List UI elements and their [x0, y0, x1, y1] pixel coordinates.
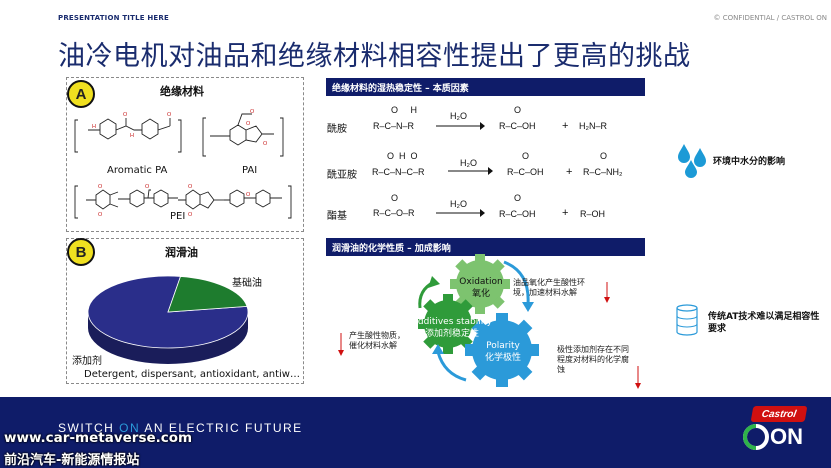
svg-text:O: O — [246, 121, 251, 127]
badge-a: A — [67, 80, 95, 108]
castrol-logo: Castrol — [750, 406, 808, 422]
ester-product2: R–OH — [580, 209, 606, 219]
amide-top-atoms: O H — [391, 105, 418, 115]
ester-reagent: R–C–O–R — [373, 208, 415, 218]
label-pai: PAI — [242, 165, 258, 176]
confidential-label: © CONFIDENTIAL / CASTROL ON — [713, 14, 827, 22]
imide-arrow — [448, 167, 493, 175]
hydrolysis-bar: 绝缘材料的湿热稳定性 – 本质因素 — [326, 78, 645, 96]
amide-product: R–C–OH — [499, 121, 536, 131]
imide-water: H₂O — [460, 158, 477, 168]
amide-product-top: O — [514, 105, 522, 115]
moisture-note: 环境中水分的影响 — [713, 157, 786, 167]
row-name-ester: 酯基 — [327, 211, 347, 222]
imide-plus: + — [566, 166, 573, 178]
ester-plus: + — [562, 207, 569, 219]
pie-side-0 — [88, 312, 248, 364]
pie-slice-0 — [87, 275, 249, 349]
gears-diagram — [418, 254, 539, 387]
imide-product2-top: O — [600, 151, 608, 161]
label-aromatic-pa: Aromatic PA — [107, 165, 168, 176]
additive-list: Detergent, dispersant, antioxidant, anti… — [84, 369, 302, 380]
svg-text:O: O — [98, 212, 103, 218]
svg-text:O: O — [123, 112, 128, 118]
ester-arrow — [436, 209, 485, 217]
row-name-imide: 酰亚胺 — [327, 170, 357, 181]
presentation-title: PRESENTATION TITLE HERE — [58, 14, 169, 22]
ester-water: H₂O — [450, 199, 467, 209]
lubricant-pie-chart — [87, 275, 249, 364]
note-polarity: 极性添加剂存在不同程度对材料的化学腐蚀 — [557, 345, 629, 374]
svg-text:H: H — [92, 124, 96, 130]
down-arrow-additives — [338, 333, 344, 356]
svg-text:O: O — [145, 184, 150, 190]
svg-text:O: O — [98, 184, 103, 190]
svg-text:O: O — [167, 112, 172, 118]
badge-b: B — [67, 238, 95, 266]
footer-slogan: SWITCH ON AN ELECTRIC FUTURE — [58, 421, 303, 435]
watermark-title: 前沿汽车-新能源情报站 — [4, 453, 140, 468]
on-logo-text: ON — [770, 424, 803, 449]
panel-b-title: 润滑油 — [165, 246, 198, 259]
svg-text:O: O — [188, 184, 193, 190]
at-tech-note: 传统AT技术难以满足相容性要求 — [708, 312, 820, 334]
label-pei: PEI — [170, 211, 186, 222]
imide-product-top: O — [522, 151, 530, 161]
amide-plus: + — [562, 120, 569, 132]
oil-drum-icon — [676, 304, 698, 336]
chemistry-bar: 润滑油的化学性质 – 加成影响 — [326, 238, 645, 256]
down-arrow-oxidation — [604, 282, 610, 303]
amide-water: H₂O — [450, 111, 467, 121]
note-additives: 产生酸性物质，催化材料水解 — [349, 331, 405, 350]
panel-a-title: 绝缘材料 — [160, 85, 204, 98]
svg-text:O: O — [263, 141, 268, 147]
down-arrow-polarity — [635, 366, 641, 389]
footer-band — [0, 397, 831, 468]
svg-text:O: O — [246, 192, 251, 198]
amide-reagent: R–C–N–R — [373, 121, 415, 131]
imide-product: R–C–OH — [507, 167, 544, 177]
pie-slice-1 — [167, 276, 248, 313]
label-base-oil: 基础油 — [232, 278, 262, 289]
amide-arrow — [436, 122, 485, 130]
ester-top-atoms: O — [391, 193, 399, 203]
note-oxidation: 油品氧化产生酸性环境，加速材料水解 — [513, 278, 585, 297]
row-name-amide: 酰胺 — [327, 124, 347, 135]
imide-reagent: R–C–N–C–R — [372, 167, 425, 177]
imide-product2: R–C–NH₂ — [583, 167, 623, 177]
ester-product: R–C–OH — [499, 209, 536, 219]
svg-text:O: O — [250, 109, 255, 115]
page-title: 油冷电机对油品和绝缘材料相容性提出了更高的挑战 — [58, 41, 691, 72]
svg-text:O: O — [188, 212, 193, 218]
amide-product2: H₂N–R — [579, 121, 607, 131]
water-drops-icon — [678, 144, 706, 178]
label-additive: 添加剂 — [72, 356, 102, 367]
watermark-url: www.car-metaverse.com — [4, 430, 193, 446]
castrol-on-logo — [743, 424, 769, 450]
imide-top-atoms: O H O — [387, 151, 418, 161]
svg-text:H: H — [130, 133, 134, 139]
ester-product-top: O — [514, 193, 522, 203]
